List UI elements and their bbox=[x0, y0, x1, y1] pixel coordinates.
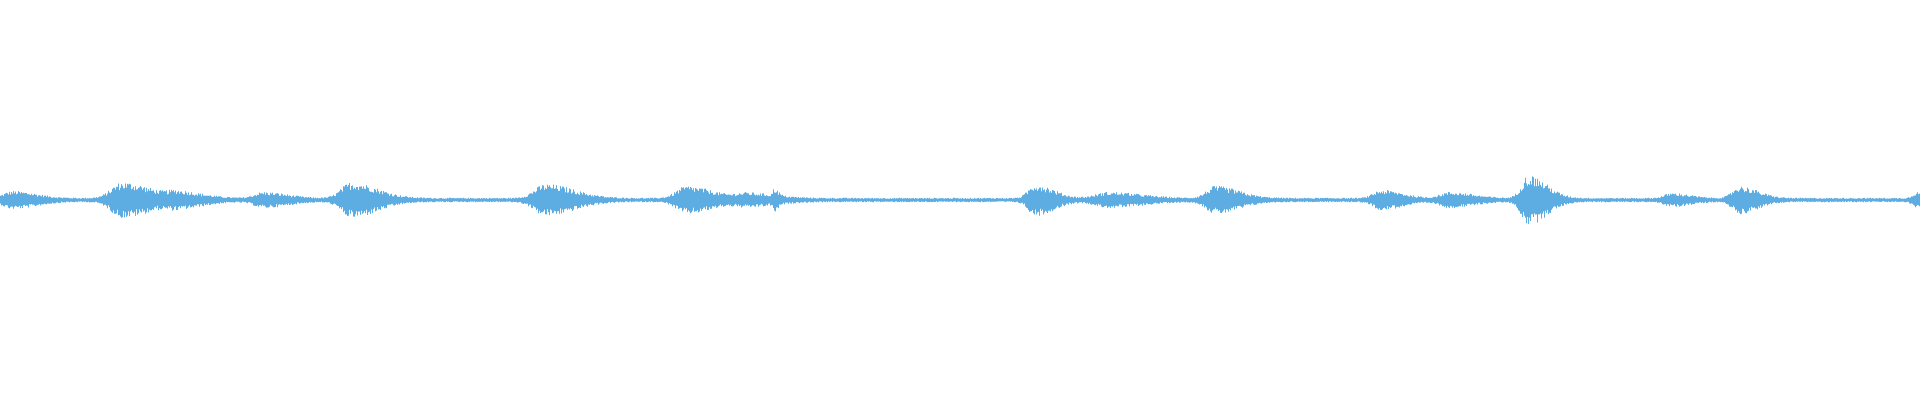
waveform-path bbox=[0, 176, 1920, 224]
